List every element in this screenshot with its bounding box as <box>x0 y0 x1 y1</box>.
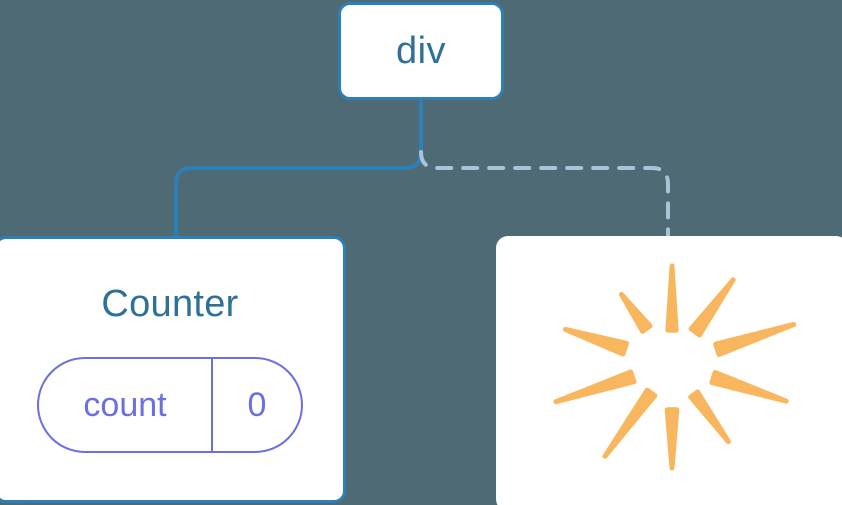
sparkle-ray-group <box>553 263 797 471</box>
node-counter-label: Counter <box>101 283 239 325</box>
sparkle-ray-5 <box>664 407 680 471</box>
state-pill-value: 0 <box>247 386 267 424</box>
node-render-highlight[interactable] <box>496 236 842 505</box>
sparkle-ray-2 <box>713 321 797 357</box>
sparkle-burst-icon <box>553 263 797 471</box>
node-counter[interactable]: Counter count 0 <box>0 236 346 503</box>
node-div[interactable]: div <box>338 2 504 100</box>
sparkle-ray-7 <box>553 369 637 405</box>
sparkle-ray-1 <box>688 277 736 338</box>
sparkle-ray-9 <box>618 291 653 334</box>
connector-div-to-counter <box>174 98 423 242</box>
sparkle-ray-4 <box>688 389 731 445</box>
node-div-label: div <box>395 30 447 72</box>
state-pill-key: count <box>39 359 213 451</box>
sparkle-ray-0 <box>665 263 679 333</box>
connector-div-to-sparkle <box>419 150 670 242</box>
sparkle-ray-8 <box>562 326 629 357</box>
state-pill-count[interactable]: count 0 <box>37 357 303 453</box>
sparkle-ray-3 <box>709 369 789 404</box>
sparkle-ray-6 <box>602 387 658 459</box>
